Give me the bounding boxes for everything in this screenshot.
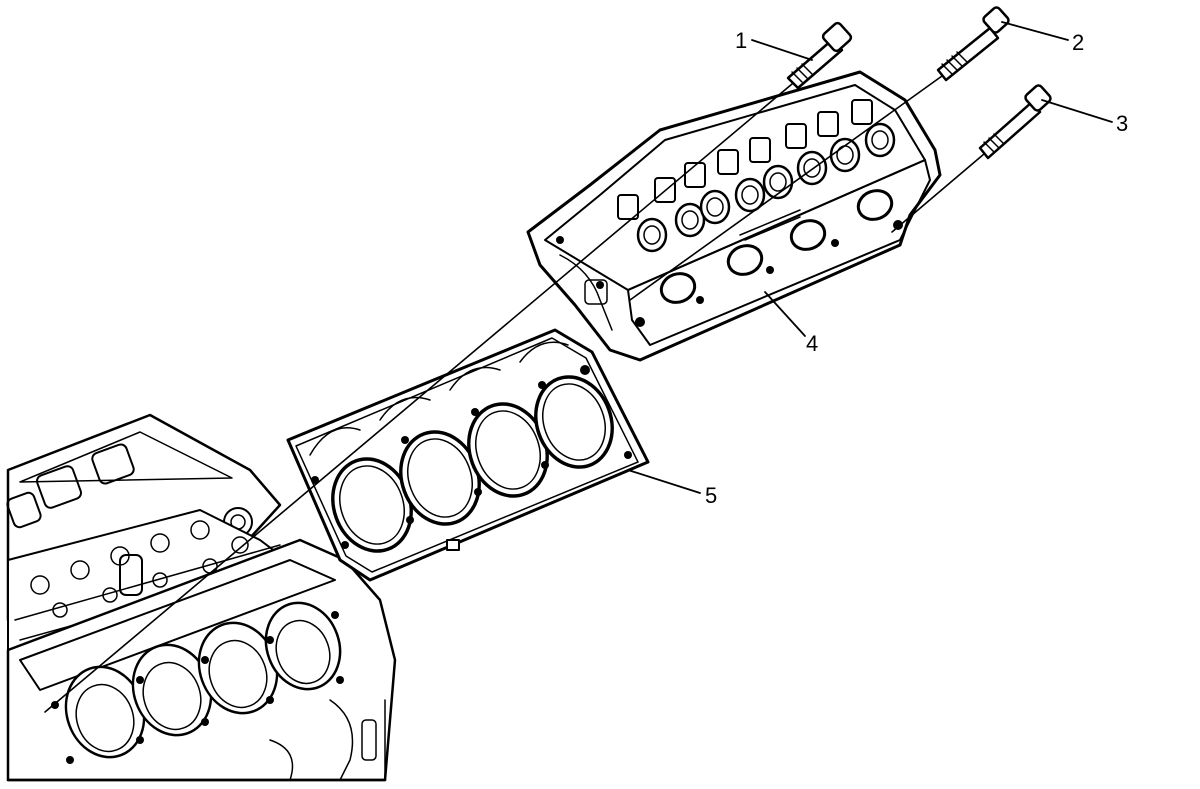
leader-3 xyxy=(1041,99,1113,123)
callout-5: 5 xyxy=(705,483,717,508)
head-gasket xyxy=(286,328,650,582)
leader-lines xyxy=(627,21,1113,494)
alignment-lines xyxy=(44,75,985,713)
bolt-2 xyxy=(936,6,1010,82)
callout-1: 1 xyxy=(735,28,747,53)
callout-2: 2 xyxy=(1072,30,1084,55)
leader-2 xyxy=(1001,21,1069,41)
leader-1 xyxy=(751,39,813,61)
callout-labels: 1 2 3 4 5 xyxy=(705,28,1128,508)
engine-block xyxy=(6,413,397,782)
bolt-1 xyxy=(786,21,853,90)
leader-4 xyxy=(764,291,806,337)
leader-5 xyxy=(627,469,701,494)
callout-4: 4 xyxy=(806,331,818,356)
bolt-3 xyxy=(978,84,1052,160)
callout-3: 3 xyxy=(1116,111,1128,136)
cylinder-head xyxy=(526,70,942,362)
